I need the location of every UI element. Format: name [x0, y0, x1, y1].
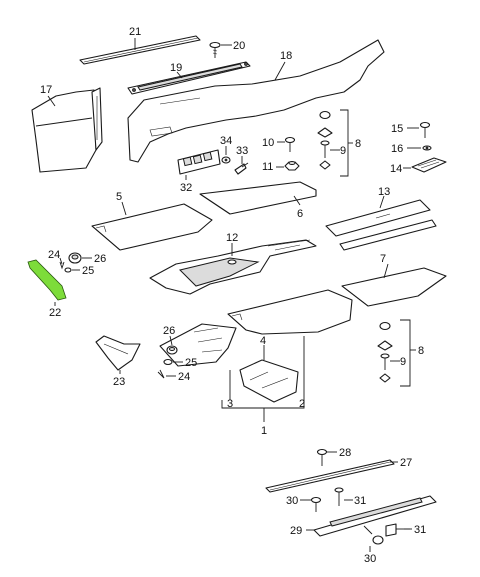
part-16-washer[interactable] [422, 145, 432, 151]
callout-15: 15 [391, 123, 403, 135]
part-21-trim-strip[interactable] [79, 35, 201, 65]
part-26-grommet-middle[interactable] [166, 345, 178, 355]
highlight-shape [27, 259, 67, 301]
callout-17: 17 [40, 84, 52, 96]
part-11-nut[interactable] [284, 161, 300, 171]
part-5-mat[interactable] [91, 203, 213, 251]
part-24-clip-left[interactable] [59, 261, 65, 270]
callout-28: 28 [339, 447, 351, 459]
part-34-washer[interactable] [221, 156, 231, 164]
callout-10: 10 [262, 137, 274, 149]
part-12-tunnel-cover[interactable] [149, 239, 317, 295]
callout-4: 4 [260, 335, 266, 347]
callout-24-middle: 24 [178, 371, 190, 383]
callout-25-left: 25 [82, 265, 94, 277]
part-29-sill-plate[interactable] [313, 495, 437, 537]
callout-32: 32 [180, 182, 192, 194]
part-20-screw[interactable] [209, 41, 221, 59]
callout-29: 29 [290, 525, 302, 537]
part-24-clip-middle[interactable] [157, 369, 165, 379]
callout-30-upper: 30 [286, 495, 298, 507]
part-30-screw-lower[interactable] [363, 525, 384, 545]
part-23-bracket[interactable] [95, 335, 141, 371]
part-27-sill-strip[interactable] [265, 459, 395, 493]
callout-6: 6 [297, 208, 303, 220]
part-25-washer-left[interactable] [64, 267, 72, 273]
callout-20: 20 [233, 40, 245, 52]
part-10-screw[interactable] [284, 136, 296, 153]
callout-22: 22 [49, 307, 61, 319]
part-4-plate[interactable] [239, 359, 299, 403]
callout-26-left: 26 [94, 253, 106, 265]
callout-11: 11 [262, 161, 273, 173]
part-19-rail[interactable] [127, 61, 251, 95]
part-30-screw-upper[interactable] [310, 496, 322, 513]
callout-33: 33 [236, 145, 248, 157]
part-13-panel[interactable] [325, 199, 437, 251]
callout-8-lower: 8 [418, 345, 424, 357]
part-25-washer-middle[interactable] [163, 358, 173, 366]
part-17-side-panel[interactable] [31, 87, 103, 173]
callout-8-upper: 8 [355, 138, 361, 150]
callout-7: 7 [380, 253, 386, 265]
part-18-rear-panel[interactable] [127, 39, 385, 163]
part-22-highlighted-bracket[interactable] [27, 259, 67, 301]
part-31-bolt-upper[interactable] [334, 487, 344, 506]
part-33-screw[interactable] [234, 162, 249, 175]
part-26-grommet-left[interactable] [68, 252, 82, 264]
callout-31-upper: 31 [354, 495, 366, 507]
callout-21: 21 [129, 26, 141, 38]
callout-23: 23 [113, 376, 125, 388]
callout-16: 16 [391, 143, 403, 155]
part-31-bolt-lower[interactable] [385, 523, 410, 537]
callout-13: 13 [378, 186, 390, 198]
callout-26-middle: 26 [163, 325, 175, 337]
part-2-floor-mat[interactable] [227, 289, 353, 335]
callout-30-lower: 30 [364, 553, 376, 565]
part-14-plate[interactable] [411, 157, 447, 173]
callout-25-middle: 25 [185, 357, 197, 369]
callout-3: 3 [227, 398, 233, 410]
callout-19: 19 [170, 62, 182, 74]
callout-5: 5 [116, 191, 122, 203]
callout-31-lower: 31 [414, 524, 426, 536]
callout-9-upper: 9 [340, 145, 346, 157]
part-3-mat[interactable] [159, 323, 237, 367]
callout-2: 2 [299, 398, 305, 410]
part-8-fastener-stack-lower[interactable] [377, 321, 393, 383]
part-15-screw[interactable] [419, 121, 431, 139]
callout-34: 34 [220, 135, 232, 147]
part-32-vent-grille[interactable] [177, 149, 221, 175]
callout-12: 12 [226, 232, 238, 244]
callout-9-lower: 9 [400, 356, 406, 368]
callout-18: 18 [280, 50, 292, 62]
part-8-fastener-stack-upper[interactable] [317, 110, 333, 170]
callout-14: 14 [390, 163, 402, 175]
part-28-screw[interactable] [316, 448, 328, 467]
part-7-mat[interactable] [341, 267, 447, 307]
callout-24-left: 24 [48, 249, 60, 261]
part-6-mat[interactable] [199, 181, 317, 215]
callout-1: 1 [261, 425, 267, 437]
callout-27: 27 [400, 457, 412, 469]
